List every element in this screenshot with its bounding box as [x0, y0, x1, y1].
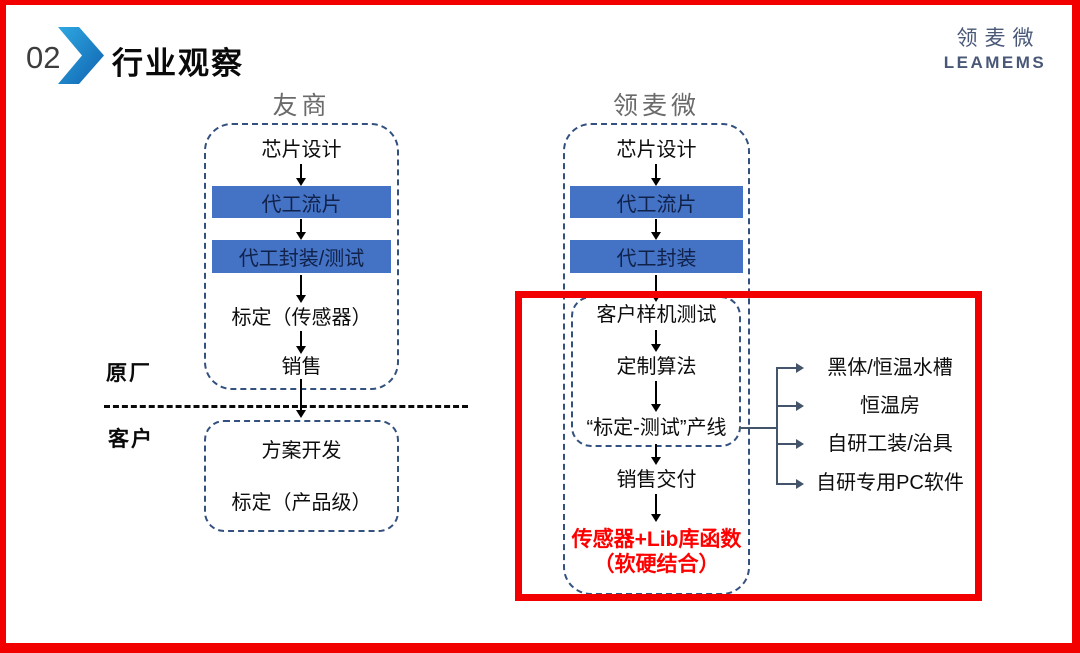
left-step-sales: 销售 — [281, 356, 322, 378]
right-step-sales-delivery: 销售交付 — [616, 469, 697, 491]
logo-chinese: 领麦微 — [956, 27, 1041, 50]
arrow-down — [655, 494, 657, 514]
branch-inhouse-pc-software: 自研专用PC软件 — [816, 472, 964, 494]
arrow-down — [300, 331, 302, 346]
branch-feeder-line — [739, 427, 777, 429]
right-step-chip-design: 芯片设计 — [616, 139, 697, 161]
arrow-down — [655, 381, 657, 404]
left-step-solution-dev: 方案开发 — [261, 440, 342, 462]
arrow-right — [776, 483, 796, 485]
left-step-calibration-product: 标定（产品级） — [231, 492, 372, 514]
company-logo: 领麦微 LEAMEMS — [925, 22, 1065, 73]
arrow-down — [655, 219, 657, 232]
branch-blackbody-waterbath: 黑体/恒温水槽 — [827, 357, 953, 379]
arrow-right — [776, 367, 796, 369]
left-step-foundry-tapeout: 代工流片 — [212, 186, 391, 218]
left-step-calibration-sensor: 标定（传感器） — [231, 307, 372, 329]
arrow-right — [776, 405, 796, 407]
arrow-down — [300, 219, 302, 232]
right-step-calibration-test-line: “标定-测试”产线 — [586, 417, 727, 439]
chevron-arrow-icon — [58, 27, 104, 84]
right-step-customer-prototype-test: 客户样机测试 — [596, 304, 717, 326]
logo-english: LEAMEMS — [943, 53, 1047, 72]
arrow-down — [655, 330, 657, 344]
side-label-customer: 客户 — [108, 428, 154, 451]
left-customer-container — [204, 420, 399, 532]
right-step-foundry-packaging: 代工封装 — [570, 240, 743, 273]
left-step-chip-design: 芯片设计 — [261, 139, 342, 161]
arrow-right — [776, 443, 796, 445]
arrow-down — [655, 164, 657, 178]
arrow-down — [300, 164, 302, 178]
arrow-down — [655, 444, 657, 457]
branch-inhouse-fixtures: 自研工装/治具 — [827, 433, 953, 455]
right-step-foundry-tapeout: 代工流片 — [570, 186, 743, 218]
arrow-down — [300, 275, 302, 295]
arrow-down-to-customer — [300, 379, 302, 410]
left-column-header: 友商 — [272, 92, 331, 120]
branch-spine-line — [776, 367, 778, 485]
factory-customer-divider — [104, 405, 468, 408]
page-title: 行业观察 — [112, 46, 244, 81]
arrow-down — [655, 275, 657, 294]
right-column-header: 领麦微 — [612, 92, 700, 120]
right-result-line2: （软硬结合） — [593, 553, 720, 576]
side-label-factory: 原厂 — [106, 362, 152, 385]
right-step-custom-algorithm: 定制算法 — [616, 356, 697, 378]
right-result-line1: 传感器+Lib库函数 — [571, 528, 742, 551]
branch-constant-temp-room: 恒温房 — [860, 395, 920, 417]
section-number: 02 — [26, 40, 61, 75]
left-step-foundry-packaging-test: 代工封装/测试 — [212, 240, 391, 273]
